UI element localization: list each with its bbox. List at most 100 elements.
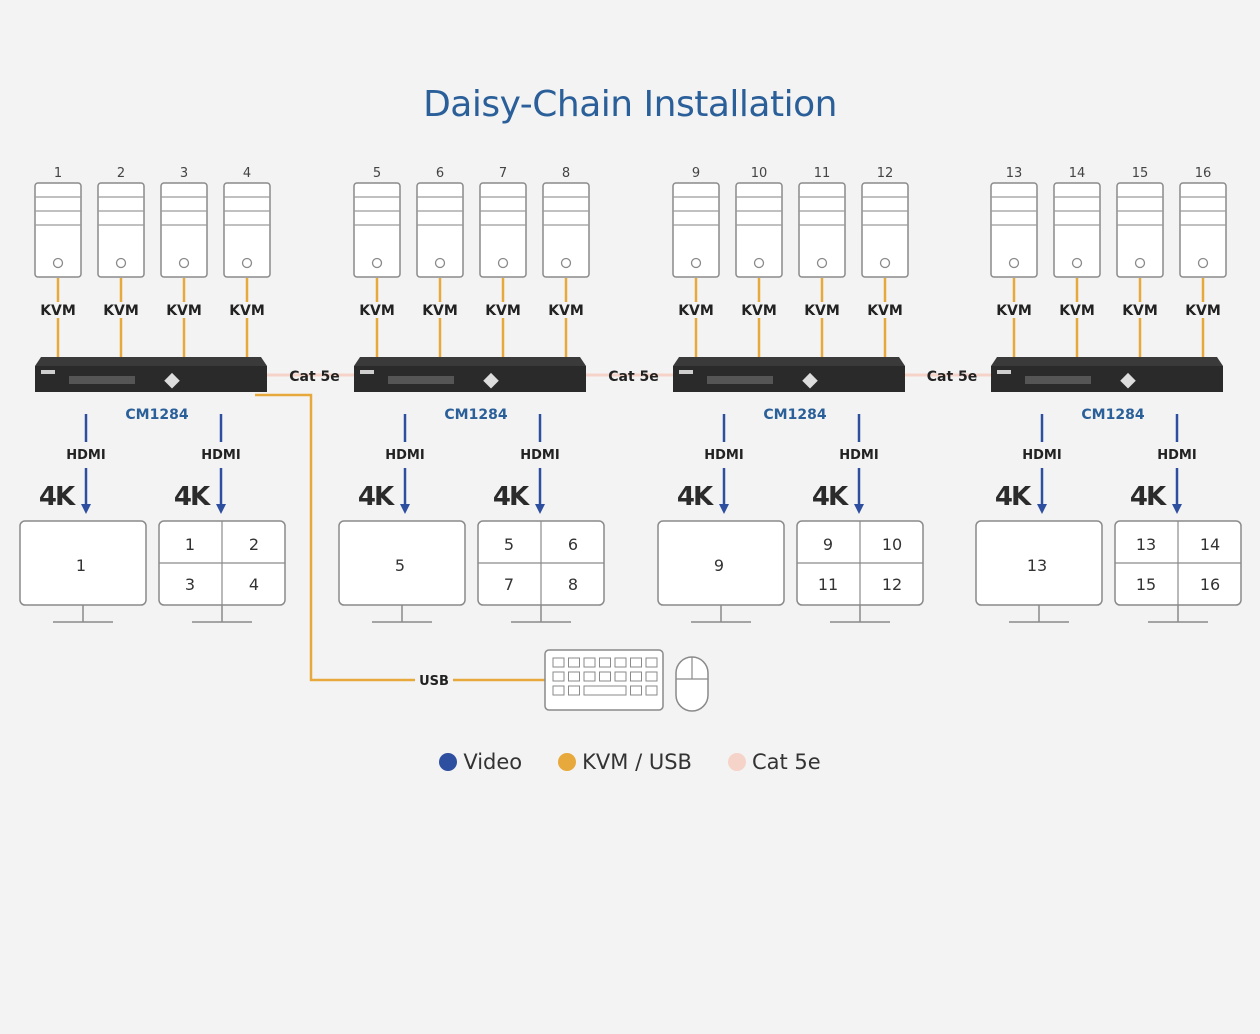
kvm-label: KVM — [996, 303, 1032, 319]
quad-cell-number: 12 — [882, 575, 902, 594]
pc-tower — [990, 182, 1038, 278]
hdmi-label: HDMI — [66, 448, 105, 463]
usb-label: USB — [419, 674, 449, 689]
keyboard-key — [630, 685, 642, 696]
monitor-number: 9 — [714, 556, 724, 575]
pc-tower — [798, 182, 846, 278]
4k-label: 4K — [39, 482, 76, 512]
keyboard-key — [599, 671, 611, 682]
unit-group-4: 13KVM14KVM15KVM16KVMCM1284HDMI4KHDMI4K13… — [975, 166, 1242, 623]
hdmi-label: HDMI — [839, 448, 878, 463]
pc-power-icon — [497, 257, 509, 269]
keyboard-key — [645, 685, 658, 696]
4k-label: 4K — [174, 482, 211, 512]
legend-item-video: Video — [439, 750, 522, 774]
quad-cell-number: 5 — [504, 535, 514, 554]
computer-number: 2 — [117, 166, 125, 181]
switch-ports — [69, 376, 135, 384]
hdmi-label: HDMI — [704, 448, 743, 463]
kvm-switch — [35, 357, 267, 392]
monitor-number: 5 — [395, 556, 405, 575]
keyboard-key — [630, 671, 642, 682]
pc-power-icon — [371, 257, 383, 269]
monitor-single: 9 — [657, 520, 785, 623]
hdmi-label: HDMI — [385, 448, 424, 463]
quad-cell-number: 7 — [504, 575, 514, 594]
keyboard-key — [583, 657, 596, 668]
quad-cell-number: 16 — [1200, 575, 1220, 594]
keyboard-key — [552, 657, 565, 668]
quad-cell-number: 8 — [568, 575, 578, 594]
switch-logo — [679, 370, 693, 374]
pc-tower — [34, 182, 82, 278]
hdmi-output-1: HDMI 4K — [677, 414, 744, 514]
monitor-single: 13 — [975, 520, 1103, 623]
pc-power-icon — [241, 257, 253, 269]
monitor-number: 13 — [1027, 556, 1047, 575]
hdmi-label: HDMI — [1157, 448, 1196, 463]
pc-power-icon — [1071, 257, 1083, 269]
mouse-icon — [675, 656, 709, 712]
4k-label: 4K — [677, 482, 714, 512]
pc-tower — [353, 182, 401, 278]
monitor-single: 1 — [19, 520, 147, 623]
pc-tower — [223, 182, 271, 278]
hdmi-label: HDMI — [520, 448, 559, 463]
keyboard-key — [568, 657, 580, 668]
4k-label: 4K — [995, 482, 1032, 512]
quad-cell-number: 13 — [1136, 535, 1156, 554]
hdmi-label: HDMI — [1022, 448, 1061, 463]
kvm-label: KVM — [548, 303, 584, 319]
switch-logo — [997, 370, 1011, 374]
model-label: CM1284 — [444, 407, 507, 423]
pc-tower — [1116, 182, 1164, 278]
computer-number: 10 — [751, 166, 768, 181]
pc-power-icon — [1197, 257, 1209, 269]
4k-label: 4K — [358, 482, 395, 512]
computer-number: 16 — [1195, 166, 1212, 181]
4k-label: 4K — [1130, 482, 1167, 512]
keyboard-key — [645, 671, 658, 682]
pc-power-icon — [753, 257, 765, 269]
switch-button — [802, 372, 818, 389]
kvm-switch — [354, 357, 586, 392]
computer-number: 15 — [1132, 166, 1149, 181]
hdmi-output-1: HDMI 4K — [358, 414, 425, 514]
page-title: Daisy-Chain Installation — [423, 84, 837, 125]
kvm-label: KVM — [485, 303, 521, 319]
computer-number: 12 — [877, 166, 894, 181]
computer-number: 1 — [54, 166, 62, 181]
kvm-label: KVM — [229, 303, 265, 319]
kvm-label: KVM — [678, 303, 714, 319]
computer-number: 5 — [373, 166, 381, 181]
computer-number: 4 — [243, 166, 251, 181]
kvm-label: KVM — [1185, 303, 1221, 319]
cat5e-label: Cat 5e — [289, 369, 340, 385]
kvm-label: KVM — [1122, 303, 1158, 319]
computer-number: 9 — [692, 166, 700, 181]
keyboard-icon — [544, 649, 664, 711]
kvm-label: KVM — [40, 303, 76, 319]
cat5e-label: Cat 5e — [608, 369, 659, 385]
monitor-number: 1 — [76, 556, 86, 575]
keyboard-key — [645, 657, 658, 668]
pc-power-icon — [434, 257, 446, 269]
legend-dot-kvm-usb — [558, 753, 577, 771]
model-label: CM1284 — [125, 407, 188, 423]
switch-button — [1120, 372, 1136, 389]
